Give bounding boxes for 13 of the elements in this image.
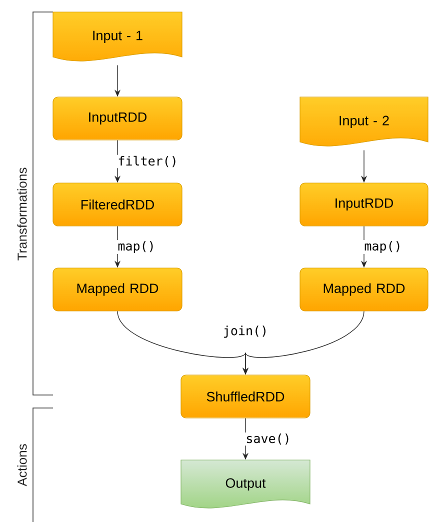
edge-label: join() [222,324,270,339]
bracket-label: Actions [17,444,27,486]
process-box: ShuffledRDD [180,374,310,418]
bracket-label: Transformations [17,168,27,260]
edge-label: map() [363,240,403,254]
process-box: FilteredRDD [52,182,182,226]
edge-label: filter() [116,154,179,168]
edge-label: map() [116,240,156,254]
edge-label: save() [244,432,292,446]
process-box: InputRDD [52,96,182,140]
process-box: Mapped RDD [300,268,428,312]
process-box: InputRDD [300,182,428,226]
process-box: Mapped RDD [52,268,182,312]
